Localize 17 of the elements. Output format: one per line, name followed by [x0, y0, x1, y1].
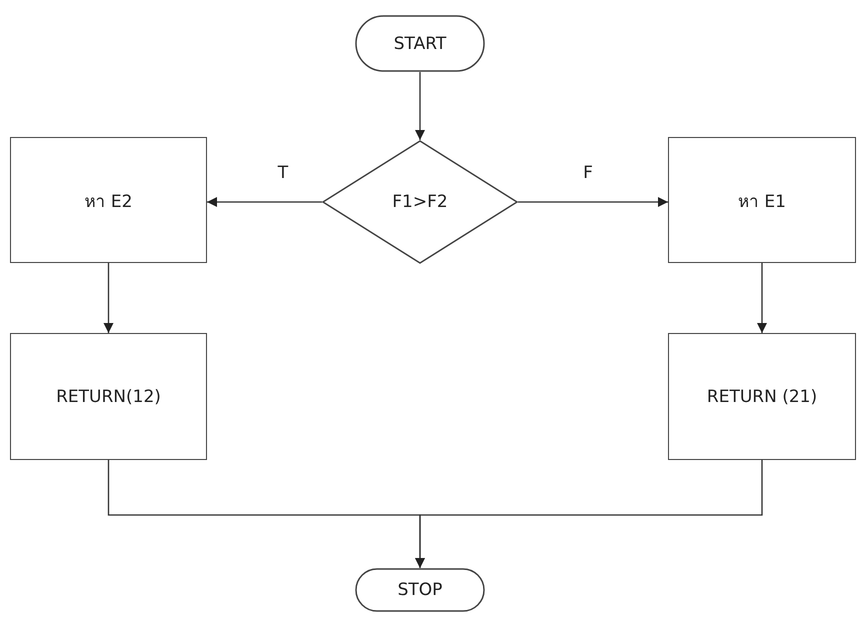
arrow	[207, 197, 322, 207]
node-label: RETURN(12)	[56, 386, 161, 406]
arrow	[415, 72, 425, 140]
node-label: RETURN (21)	[706, 386, 818, 406]
node-label: START	[394, 34, 446, 54]
arrow	[415, 460, 763, 568]
process-box	[10, 137, 207, 263]
process-box	[10, 333, 207, 460]
node-label: F1>F2	[392, 192, 448, 212]
arrow	[518, 197, 668, 207]
arrow	[757, 263, 767, 333]
node-label: หา E1	[738, 190, 786, 214]
arrow	[104, 263, 114, 333]
process-box	[668, 333, 856, 460]
node-label: STOP	[398, 580, 442, 600]
node-label: หา E2	[84, 190, 132, 214]
process-box	[668, 137, 856, 263]
